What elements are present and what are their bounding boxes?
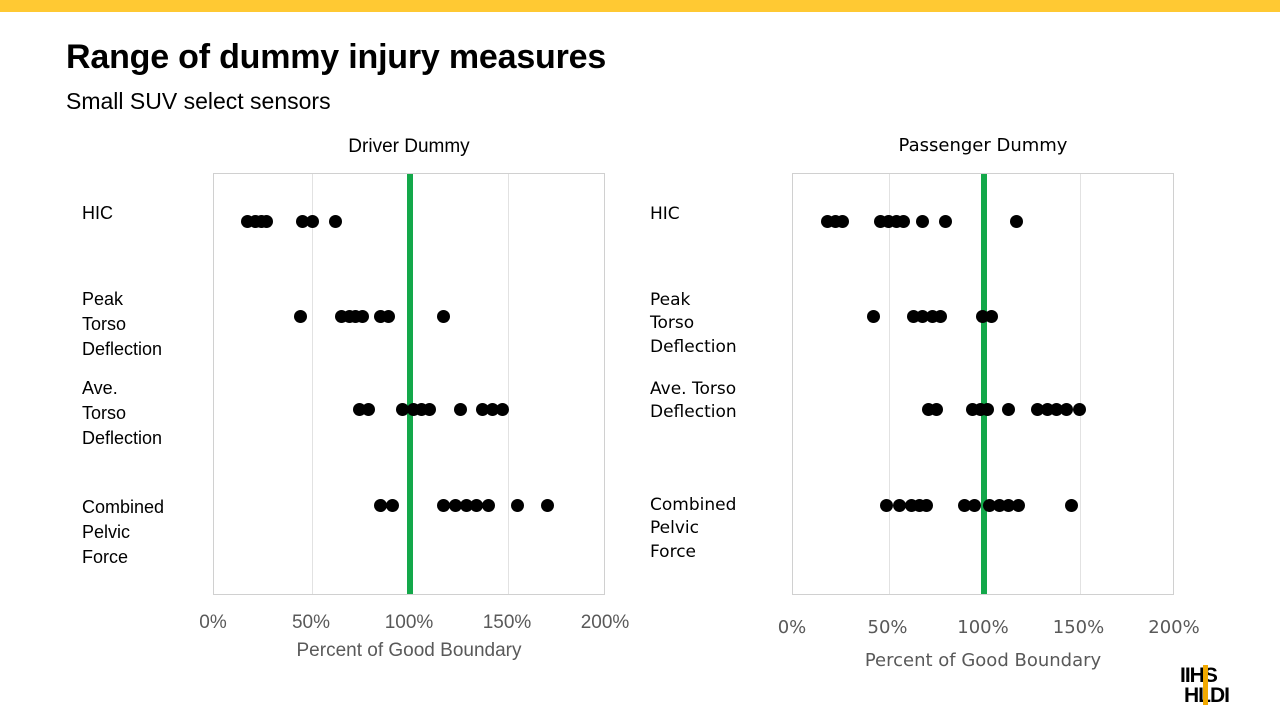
category-label-driver-3: Combined Pelvic Force [82, 497, 165, 567]
data-point [295, 214, 309, 228]
data-point [448, 498, 462, 512]
category-label-passenger-3: Combined Pelvic Force [650, 495, 737, 562]
data-point [1009, 214, 1023, 228]
gridline-50 [312, 174, 313, 594]
data-point [916, 214, 930, 228]
category-label-passenger-0: HIC [650, 204, 680, 224]
data-point [920, 498, 934, 512]
data-point [495, 402, 509, 416]
data-point [866, 309, 880, 323]
logo-accent-bar [1203, 665, 1208, 705]
x-tick-label: 150% [482, 612, 532, 633]
x-tick-label: 0% [199, 612, 227, 633]
data-point [423, 402, 437, 416]
data-point [1011, 498, 1025, 512]
data-point [511, 498, 525, 512]
x-tick-label: 200% [580, 612, 630, 633]
category-label-driver-2: Ave. Torso Deflection [82, 378, 163, 448]
x-tick-label: 50% [867, 617, 908, 638]
data-point [893, 498, 907, 512]
data-point [981, 402, 995, 416]
data-point [933, 309, 947, 323]
gridline-50 [888, 174, 890, 594]
data-point [481, 498, 495, 512]
gridline-150 [508, 174, 509, 594]
good-boundary-reference-line [981, 174, 987, 594]
data-point [385, 498, 399, 512]
category-label-driver-0: HIC [82, 203, 113, 223]
x-tick-label: 100% [384, 612, 434, 633]
data-point [540, 498, 554, 512]
data-point [1059, 402, 1073, 416]
data-point [305, 214, 319, 228]
data-point [476, 402, 490, 416]
category-label-driver-1: Peak Torso Deflection [82, 289, 163, 359]
data-point [1065, 498, 1079, 512]
data-point [1073, 402, 1086, 416]
gridline-150 [1079, 174, 1081, 594]
data-point [293, 309, 307, 323]
data-point [967, 498, 981, 512]
data-point [985, 309, 999, 323]
data-point [362, 402, 376, 416]
x-axis-title-driver: Percent of Good Boundary [296, 640, 522, 661]
data-point [485, 402, 499, 416]
category-label-passenger-1: Peak Torso Deflection [650, 290, 737, 357]
logo-text-iihs: IIHS [1180, 664, 1218, 687]
x-axis-title-passenger: Percent of Good Boundary [864, 650, 1102, 671]
data-point [395, 402, 409, 416]
x-tick-label: 150% [1052, 617, 1105, 638]
plot-area-passenger [792, 173, 1174, 595]
top-accent-bar [0, 0, 1280, 12]
chart-title-passenger: Passenger Dummy [898, 135, 1068, 156]
data-point [381, 309, 395, 323]
iihs-hldi-logo: IIHSHLDI [1180, 664, 1230, 707]
data-point [356, 309, 370, 323]
x-tick-label: 50% [291, 612, 331, 633]
data-point [897, 214, 911, 228]
x-tick-label: 0% [777, 617, 807, 638]
data-point [436, 309, 450, 323]
data-point [1002, 402, 1016, 416]
good-boundary-reference-line [407, 174, 413, 594]
data-point [454, 402, 468, 416]
page-subtitle: Small SUV select sensors [66, 88, 331, 114]
data-point [470, 498, 484, 512]
category-label-passenger-2: Ave. Torso Deflection [650, 379, 737, 423]
data-point [460, 498, 474, 512]
data-point [374, 498, 388, 512]
x-tick-label: 200% [1148, 617, 1200, 638]
data-point [929, 402, 943, 416]
page-title: Range of dummy injury measures [66, 38, 607, 76]
data-point [939, 214, 953, 228]
data-point [329, 214, 343, 228]
plot-area-driver [213, 173, 605, 595]
chart-title-driver: Driver Dummy [348, 136, 470, 157]
data-point [836, 214, 850, 228]
x-tick-label: 100% [957, 617, 1009, 638]
data-point [880, 498, 894, 512]
data-point [260, 214, 274, 228]
data-point [436, 498, 450, 512]
data-point [352, 402, 366, 416]
